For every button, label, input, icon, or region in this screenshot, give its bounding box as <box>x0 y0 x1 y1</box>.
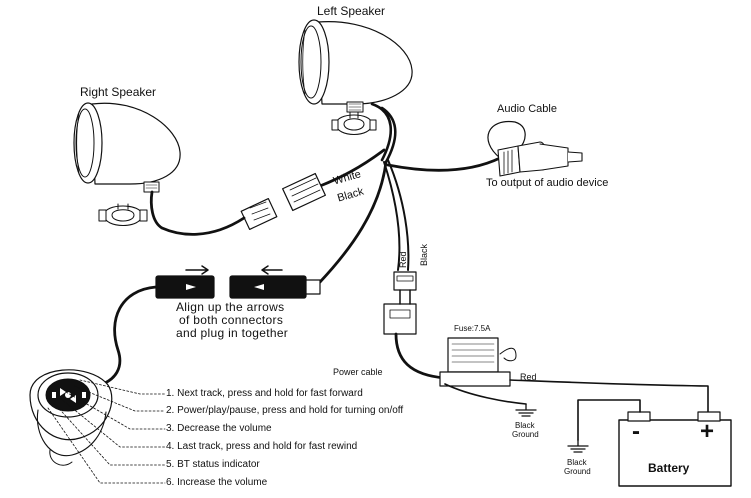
red-wire-label: Red <box>520 372 537 382</box>
fuse-label: Fuse:7.5A <box>454 324 491 333</box>
legend-leader-lines <box>47 379 166 484</box>
left-speaker-label: Left Speaker <box>317 4 386 18</box>
black-wire-vertical-label: Black <box>419 243 429 266</box>
right-speaker-icon <box>73 102 181 226</box>
left-speaker-icon <box>298 19 413 136</box>
black-ground-2-line1: Black <box>567 458 587 467</box>
align-note-line-3: and plug in together <box>176 326 289 340</box>
legend-item-6: 6. Increase the volume <box>166 477 268 488</box>
black-ground-1-line1: Black <box>515 421 535 430</box>
battery-icon <box>618 411 732 487</box>
battery-plus-label: + <box>700 418 715 445</box>
legend-item-4: 4. Last track, press and hold for fast r… <box>166 441 358 452</box>
align-note-line-2: of both connectors <box>179 313 284 327</box>
power-cable-label: Power cable <box>333 367 383 377</box>
audio-cable-label: Audio Cable <box>497 103 557 115</box>
black-ground-2-line2: Ground <box>564 467 591 476</box>
right-speaker-label: Right Speaker <box>80 85 157 99</box>
legend-item-2: 2. Power/play/pause, press and hold for … <box>166 405 404 416</box>
ground-symbol-icon <box>567 439 589 453</box>
aux-plug-icon <box>497 141 583 177</box>
black-ground-1-line2: Ground <box>512 430 539 439</box>
battery-minus-label: - <box>632 418 640 445</box>
align-note-line-1: Align up the arrows <box>176 300 285 314</box>
red-wire-vertical-label: Red <box>398 251 408 268</box>
legend-item-1: 1. Next track, press and hold for fast f… <box>166 388 363 399</box>
legend-item-5: 5. BT status indicator <box>166 459 260 470</box>
audio-output-label: To output of audio device <box>486 177 609 189</box>
speaker-connector-icon <box>240 172 326 231</box>
power-connector-icon <box>383 271 417 335</box>
controller-connector-icon <box>155 265 321 299</box>
fuse-holder-icon <box>439 337 517 387</box>
legend-item-3: 3. Decrease the volume <box>166 423 272 434</box>
handlebar-remote-icon <box>29 369 113 466</box>
ground-symbol-icon <box>515 403 537 417</box>
battery-label: Battery <box>648 461 690 475</box>
